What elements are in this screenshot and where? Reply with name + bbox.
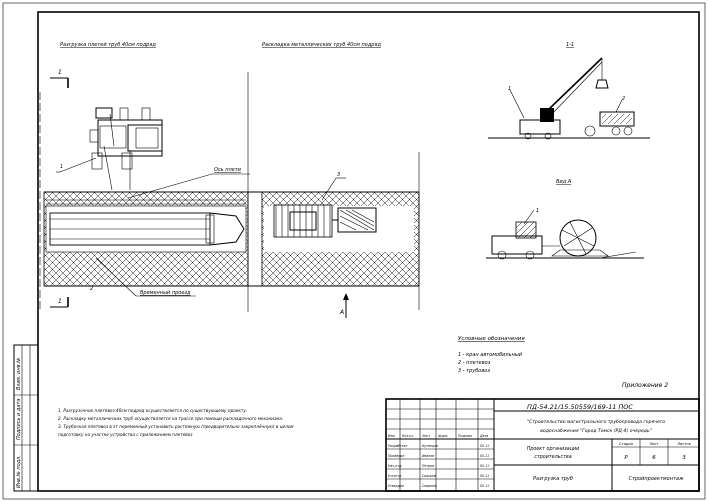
sheets-value: 3 — [682, 455, 686, 461]
appendix-label: Приложение 2 — [622, 382, 668, 389]
svg-text:1: 1 — [58, 69, 62, 76]
org-name: Стройпроектмонтаж — [629, 476, 684, 482]
section-crane-side — [488, 57, 650, 140]
drawing-name: Разгрузка труб — [533, 476, 573, 482]
stage-label: Стадия — [619, 442, 634, 446]
legend-title: Условные обозначения — [458, 336, 525, 342]
name-2: Иванов — [422, 454, 434, 458]
callout-1b: 1 — [508, 86, 511, 92]
notes: 1. Разгрузочное плетевоз 40см подряд осу… — [58, 408, 294, 437]
section-title: 1-1 — [566, 42, 574, 48]
svg-text:А: А — [339, 309, 344, 316]
side-cell-1: Инв.№ подл. — [16, 455, 22, 488]
date-3: 05.11 — [480, 464, 489, 468]
col-header-5: Подпись — [458, 434, 472, 438]
col-header-2: Кол.уч. — [402, 434, 414, 438]
legend-item-2: 2 - плетевоз — [458, 360, 491, 366]
doc-code: ПД-54.21/15.50559/169-11 ПОС — [527, 403, 633, 411]
role-4: Н.контр. — [388, 474, 402, 478]
col-header-3: Лист — [421, 434, 430, 438]
inner-frame — [37, 11, 700, 492]
callout-1c: 1 — [536, 208, 539, 214]
trench-label: Временный проезд — [140, 290, 191, 296]
pipelayer-top-view — [273, 204, 377, 238]
name-5: Смирнов — [422, 484, 437, 488]
role-5: Утвердил — [388, 484, 404, 488]
col-header-6: Дата — [479, 434, 488, 438]
callout-1a: 1 — [60, 164, 63, 170]
col-header-4: №док. — [437, 434, 448, 438]
sheet-name-1: Проект организации — [527, 446, 579, 452]
date-2: 05.11 — [480, 454, 489, 458]
name-1: Кузнецов — [422, 444, 438, 448]
callout-2: 2 — [90, 286, 93, 292]
view-a-drawing — [486, 219, 644, 260]
legend-item-3: 3 - трубовоз — [458, 368, 490, 374]
title-block — [385, 398, 700, 492]
pipe-string — [46, 199, 246, 246]
col-header-1: Изм. — [388, 434, 396, 438]
role-2: Проверил — [388, 454, 404, 458]
side-stamp: Инв.№ подл. Подпись и дата Взам. инв.№ — [13, 344, 39, 492]
sheet-value: 6 — [652, 455, 656, 461]
date-1: 05.11 — [480, 444, 489, 448]
date-5: 05.11 — [480, 484, 489, 488]
name-4: Сидоров — [422, 474, 436, 478]
svg-text:1: 1 — [58, 298, 62, 305]
view-a-title: Вид А — [556, 179, 572, 185]
side-cell-2: Подпись и дата — [16, 399, 22, 440]
callout-3: 3 — [337, 172, 340, 178]
side-cell-3: Взам. инв.№ — [16, 358, 22, 390]
project-title-1: "Строительство магистрального трубопрово… — [527, 419, 665, 425]
project-title-2: водоснабжения "Город Томск (РД-4) очеред… — [540, 428, 652, 434]
name-3: Петров — [422, 464, 434, 468]
left-view-title: Разгрузка плетей труб 40см подряд — [60, 42, 156, 48]
edge-leader — [127, 173, 213, 199]
sheet-label: Лист — [648, 442, 659, 446]
date-4: 05.11 — [480, 474, 489, 478]
section-mark-top: 1 — [50, 69, 69, 88]
note-2: 2. Раскладку металлических труб осуществ… — [58, 416, 283, 421]
sheet-name-2: строительства — [534, 455, 571, 460]
legend-item-1: 1 - кран автомобильный — [458, 352, 523, 358]
legend: Условные обозначения 1 - кран автомобиль… — [458, 336, 525, 374]
mid-view-title: Раскладка металлических труб 40см подряд — [262, 42, 381, 48]
stage-value: Р — [624, 455, 628, 461]
role-1: Разработал — [388, 444, 407, 448]
section-mark-bottom: 1 — [50, 297, 69, 308]
callout-2b: 2 — [622, 96, 625, 102]
crane-top-view — [89, 107, 163, 191]
edge-label: Ось плети — [214, 167, 242, 173]
view-arrow-a: А — [339, 293, 349, 318]
note-1: 1. Разгрузочное плетевоз 40см подряд осу… — [58, 408, 247, 413]
sheets-label: Листов — [676, 442, 690, 446]
note-3: 3. Трубочная плетевоз в эт переменный ус… — [58, 424, 294, 429]
note-4: подготовку на участке устройства с прило… — [58, 432, 193, 437]
role-3: Нач.отд. — [388, 464, 402, 468]
